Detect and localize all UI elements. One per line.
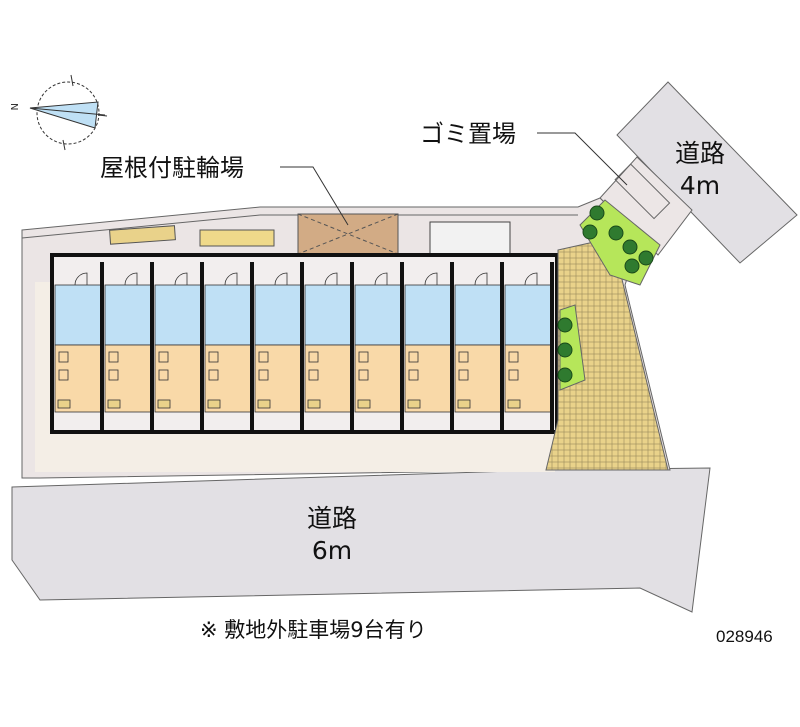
tree-icon [638, 250, 654, 266]
tree-icon [557, 317, 573, 333]
apartment-unit [104, 262, 154, 430]
tree-icon [622, 239, 638, 255]
tree-icon [582, 224, 598, 240]
tree-icon [608, 225, 624, 241]
bicycle-parking-leader [280, 166, 349, 226]
stairs [429, 221, 511, 255]
apartment-unit [454, 262, 504, 430]
road-north-name: 道路 [674, 139, 725, 168]
tree-icon [624, 258, 640, 274]
svg-text:N: N [8, 103, 19, 110]
road-north-label: 道路 4m [660, 138, 740, 202]
tree-icon [557, 367, 573, 383]
road-north-width: 4m [679, 171, 721, 200]
apartment-unit [354, 262, 404, 430]
tree-icon [589, 205, 605, 221]
road-south-width: 6m [311, 536, 353, 565]
apartment-unit [254, 262, 304, 430]
bicycle-rack [109, 225, 176, 245]
trees [557, 205, 654, 383]
apartment-unit [204, 262, 254, 430]
apartment-unit [304, 262, 354, 430]
apartment-unit [154, 262, 204, 430]
compass-icon: N [8, 74, 108, 151]
bicycle-parking-label: 屋根付駐輪場 [100, 154, 244, 182]
bicycle-rack [199, 229, 275, 247]
apartment-units [54, 262, 554, 430]
road-south-label: 道路 6m [292, 503, 372, 567]
parking-note: ※ 敷地外駐車場9台有り [200, 618, 427, 642]
garbage-area-leader [537, 132, 628, 186]
apartment-unit [404, 262, 454, 430]
apartment-unit [54, 262, 104, 430]
apartment-unit [504, 262, 554, 430]
planting-area [579, 199, 661, 286]
road-south-name: 道路 [306, 504, 357, 533]
road-north-area [616, 81, 798, 264]
property-code: 028946 [716, 627, 773, 646]
tree-icon [557, 342, 573, 358]
garbage-area-label: ゴミ置場 [420, 120, 516, 148]
